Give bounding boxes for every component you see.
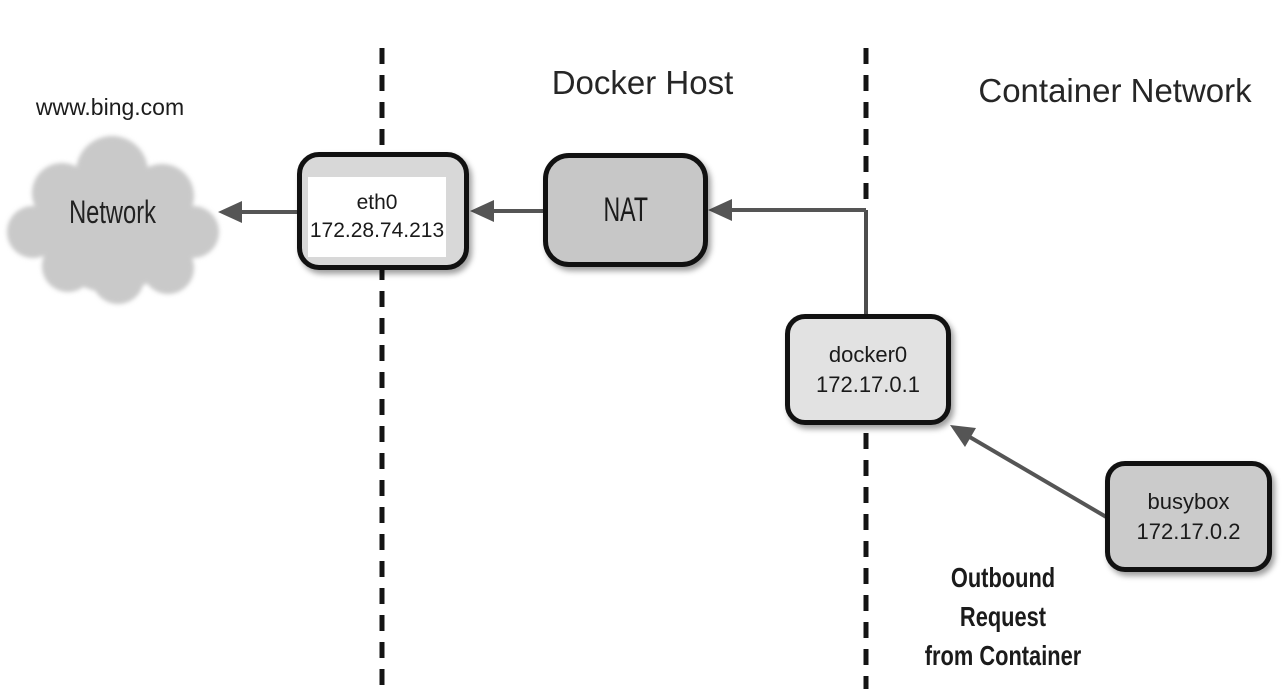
eth0-inner-panel: eth0 172.28.74.213 [308, 177, 446, 257]
container-network-title: Container Network [978, 72, 1252, 109]
docker0-label: docker0 [828, 341, 908, 367]
network-cloud-icon [7, 136, 219, 304]
busybox-ip: 172.17.0.2 [1136, 518, 1241, 544]
arrow-junction-to-nat [708, 199, 866, 221]
eth0-ip: 172.28.74.213 [309, 219, 445, 242]
eth0-label: eth0 [356, 191, 398, 214]
nat-label: NAT [603, 190, 648, 229]
eth0-node: eth0 172.28.74.213 [297, 152, 469, 270]
arrow-busybox-to-docker0 [950, 425, 1110, 520]
docker0-node: docker0 172.17.0.1 [785, 314, 951, 425]
docker0-ip: 172.17.0.1 [816, 371, 920, 397]
nat-node: NAT [543, 153, 708, 267]
arrow-nat-to-eth0 [470, 200, 543, 222]
busybox-label: busybox [1147, 488, 1230, 514]
busybox-node: busybox 172.17.0.2 [1105, 461, 1272, 572]
bing-url-label: www.bing.com [35, 94, 185, 120]
outbound-request-annotation: Outbound Request from Container [924, 562, 1082, 671]
arrow-eth0-to-network [218, 201, 297, 223]
network-cloud-label: Network [69, 194, 156, 230]
docker-host-title: Docker Host [551, 64, 734, 101]
